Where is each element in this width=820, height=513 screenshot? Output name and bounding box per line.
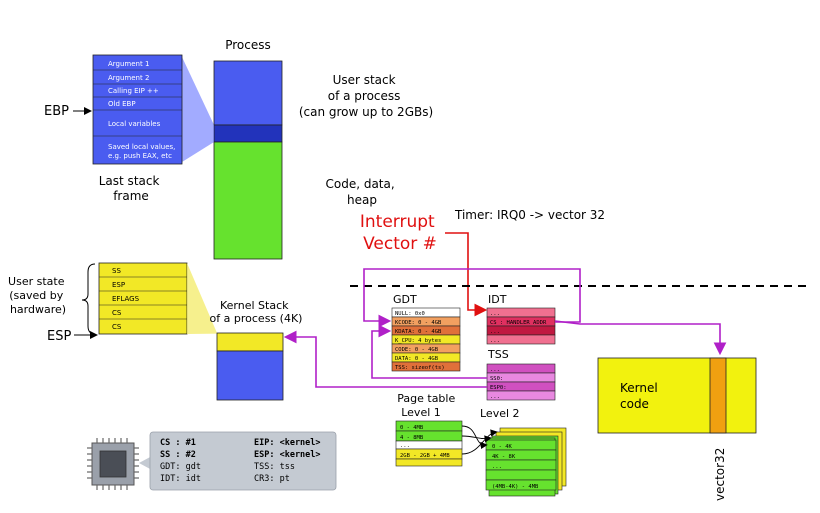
user-state-cs1: CS xyxy=(112,309,122,317)
idt-row-3 xyxy=(486,334,556,345)
vector32-label: vector32 xyxy=(713,448,727,501)
reg-esp: ESP: <kernel> xyxy=(254,450,321,460)
page-table-level2-title: Level 2 xyxy=(480,407,520,420)
frame-row-locals: Local variables xyxy=(108,120,161,128)
pt-connector-1 xyxy=(461,435,492,443)
zoom-trapezoid xyxy=(182,57,214,162)
pt-l2-text-0: 0 - 4K xyxy=(492,444,513,450)
user-state-box xyxy=(98,262,188,335)
frame-row-arg1: Argument 1 xyxy=(108,60,149,68)
kernel-stack-body xyxy=(216,350,284,401)
idt-to-vector-arrow xyxy=(554,320,727,356)
tss-row-3 xyxy=(486,390,556,401)
kernel-stack-label: Kernel Stack of a process (4K) xyxy=(210,299,303,325)
timer-label: Timer: IRQ0 -> vector 32 xyxy=(454,208,605,222)
user-stack-label: User stack of a process (can grow up to … xyxy=(299,73,433,119)
user-state-ss: SS xyxy=(112,267,121,275)
ebp-label: EBP xyxy=(44,104,69,119)
tss-text-ss0: SS0: xyxy=(490,376,503,382)
reg-ss: SS : #2 xyxy=(160,450,196,460)
pt-l2-row-4 xyxy=(485,479,557,491)
ss0-to-gdt-arrow xyxy=(371,324,487,379)
user-state-caption: User state (saved by hardware) xyxy=(8,275,68,316)
last-stack-caption: Last stack frame xyxy=(99,174,164,203)
pt-connector-0 xyxy=(461,425,488,450)
pt-l1-text-2: ... xyxy=(400,443,410,449)
esp0-to-kernel-stack-arrow xyxy=(283,330,487,388)
pt-connector-2 xyxy=(461,429,498,455)
gdt-text-code: CODE: 0 - 4GB xyxy=(395,347,439,353)
interrupt-arrow xyxy=(445,232,488,317)
user-state-brace xyxy=(81,263,96,335)
pt-l2-text-1: 4K - 8K xyxy=(492,454,516,460)
gdt-text-kcode: KCODE: 0 - 4GB xyxy=(395,320,442,326)
gdt-text-tss: TSS: sizeof(ts) xyxy=(395,365,445,371)
pt-l1-text-0: 0 - 4MB xyxy=(400,425,424,431)
frame-row-old-ebp: Old EBP xyxy=(108,100,136,108)
tss-text-3: ... xyxy=(490,394,500,400)
cpu-registers-panel xyxy=(149,431,337,491)
frame-row-arg2: Argument 2 xyxy=(108,74,149,82)
process-stack-frame xyxy=(213,124,283,143)
pt-l1-row-4 xyxy=(395,458,463,467)
idt-text-2: ... xyxy=(490,329,500,335)
pt-l2-row-3 xyxy=(485,469,557,481)
gdt-text-kcpu: K_CPU: 4 bytes xyxy=(395,338,441,344)
user-state-esp: ESP xyxy=(112,281,125,289)
frame-row-eip: Calling EIP ++ xyxy=(108,87,159,95)
user-state-eflags: EFLAGS xyxy=(112,295,140,303)
reg-eip: EIP: <kernel> xyxy=(254,438,321,448)
idt-text-0: ... xyxy=(490,311,500,317)
interrupt-label: Interrupt Vector # xyxy=(360,212,440,254)
cpu-chip-icon xyxy=(87,438,139,490)
kernel-stack-top xyxy=(216,332,284,352)
reg-tss: TSS: tss xyxy=(254,462,295,472)
idt-text-handler: CS : HANDLER ADDR xyxy=(490,320,547,326)
tss-text-esp0: ESP0: xyxy=(490,385,507,391)
idt-text-3: ... xyxy=(490,338,500,344)
gdt-text-kdata: KDATA: 0 - 4GB xyxy=(395,329,442,335)
process-code-data xyxy=(213,141,283,260)
kernel-code-box xyxy=(597,357,757,434)
reg-cs: CS : #1 xyxy=(160,438,196,448)
gdt-row-tss xyxy=(391,361,461,372)
process-title: Process xyxy=(225,38,271,52)
cs-to-gdt-arrow xyxy=(363,268,581,328)
idt-title: IDT xyxy=(488,293,507,306)
kernel-code-label: Kernel code xyxy=(620,381,662,411)
tss-text-0: ... xyxy=(490,367,500,373)
code-data-label: Code, data, heap xyxy=(325,177,398,207)
reg-cr3: CR3: pt xyxy=(254,474,290,484)
frame-row-saved2: e.g. push EAX, etc xyxy=(108,152,172,160)
kernel-zoom-trapezoid xyxy=(187,263,283,334)
stack-frame-box xyxy=(92,54,183,165)
gdt-text-null: NULL: 0x0 xyxy=(395,311,425,317)
vector32-handler xyxy=(709,357,727,434)
pt-l1-text-3: 2GB - 2GB + 4MB xyxy=(400,453,450,459)
gdt-title: GDT xyxy=(393,293,417,306)
tss-title: TSS xyxy=(487,348,509,361)
pt-l1-text-1: 4 - 8MB xyxy=(400,435,424,441)
cpu-callout-pointer xyxy=(139,456,152,470)
frame-row-saved1: Saved local values, xyxy=(108,143,175,151)
process-user-stack xyxy=(213,60,283,126)
reg-idt: IDT: idt xyxy=(160,474,201,484)
pt-l2-text-4: (4MB-4K) - 4MB xyxy=(492,484,539,490)
pt-l2-text-2: ... xyxy=(492,464,502,470)
user-state-cs2: CS xyxy=(112,323,122,331)
page-table-title: Page table Level 1 xyxy=(397,392,459,419)
gdt-text-data: DATA: 0 - 4GB xyxy=(395,356,439,362)
esp-label: ESP xyxy=(47,329,71,344)
reg-gdt: GDT: gdt xyxy=(160,462,201,472)
